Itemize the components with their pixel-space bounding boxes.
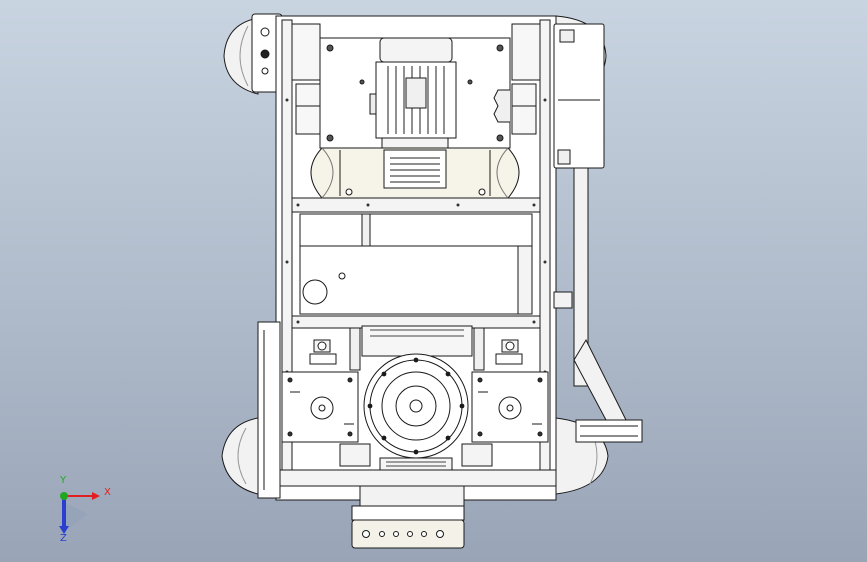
lower-couplings	[339, 443, 493, 471]
central-flange	[363, 353, 469, 459]
top-left-wheel	[223, 17, 259, 95]
triad-axes	[59, 492, 100, 534]
y-axis-label: Y	[60, 475, 67, 486]
left-pump-block	[281, 371, 359, 443]
x-axis-label: X	[104, 487, 111, 498]
bottom-lift-block	[351, 485, 465, 549]
lower-left-plate	[257, 321, 281, 499]
z-axis-label: Z	[60, 533, 67, 544]
right-side-actuator	[553, 23, 643, 443]
right-pump-block	[471, 371, 549, 443]
coordinate-triad: X Y Z	[44, 476, 124, 554]
triad-y-origin	[60, 492, 68, 500]
bottom-left-wheel	[221, 417, 259, 495]
triad-z-arrow	[59, 526, 69, 534]
motor-gearbox	[383, 149, 447, 189]
triad-plane	[64, 502, 88, 532]
triad-x-arrow	[92, 492, 100, 500]
middle-housing	[299, 213, 533, 315]
right-valve-fitting	[495, 339, 523, 365]
left-valve-fitting	[309, 339, 337, 365]
top-left-bracket	[251, 13, 283, 93]
electric-motor	[369, 37, 457, 151]
